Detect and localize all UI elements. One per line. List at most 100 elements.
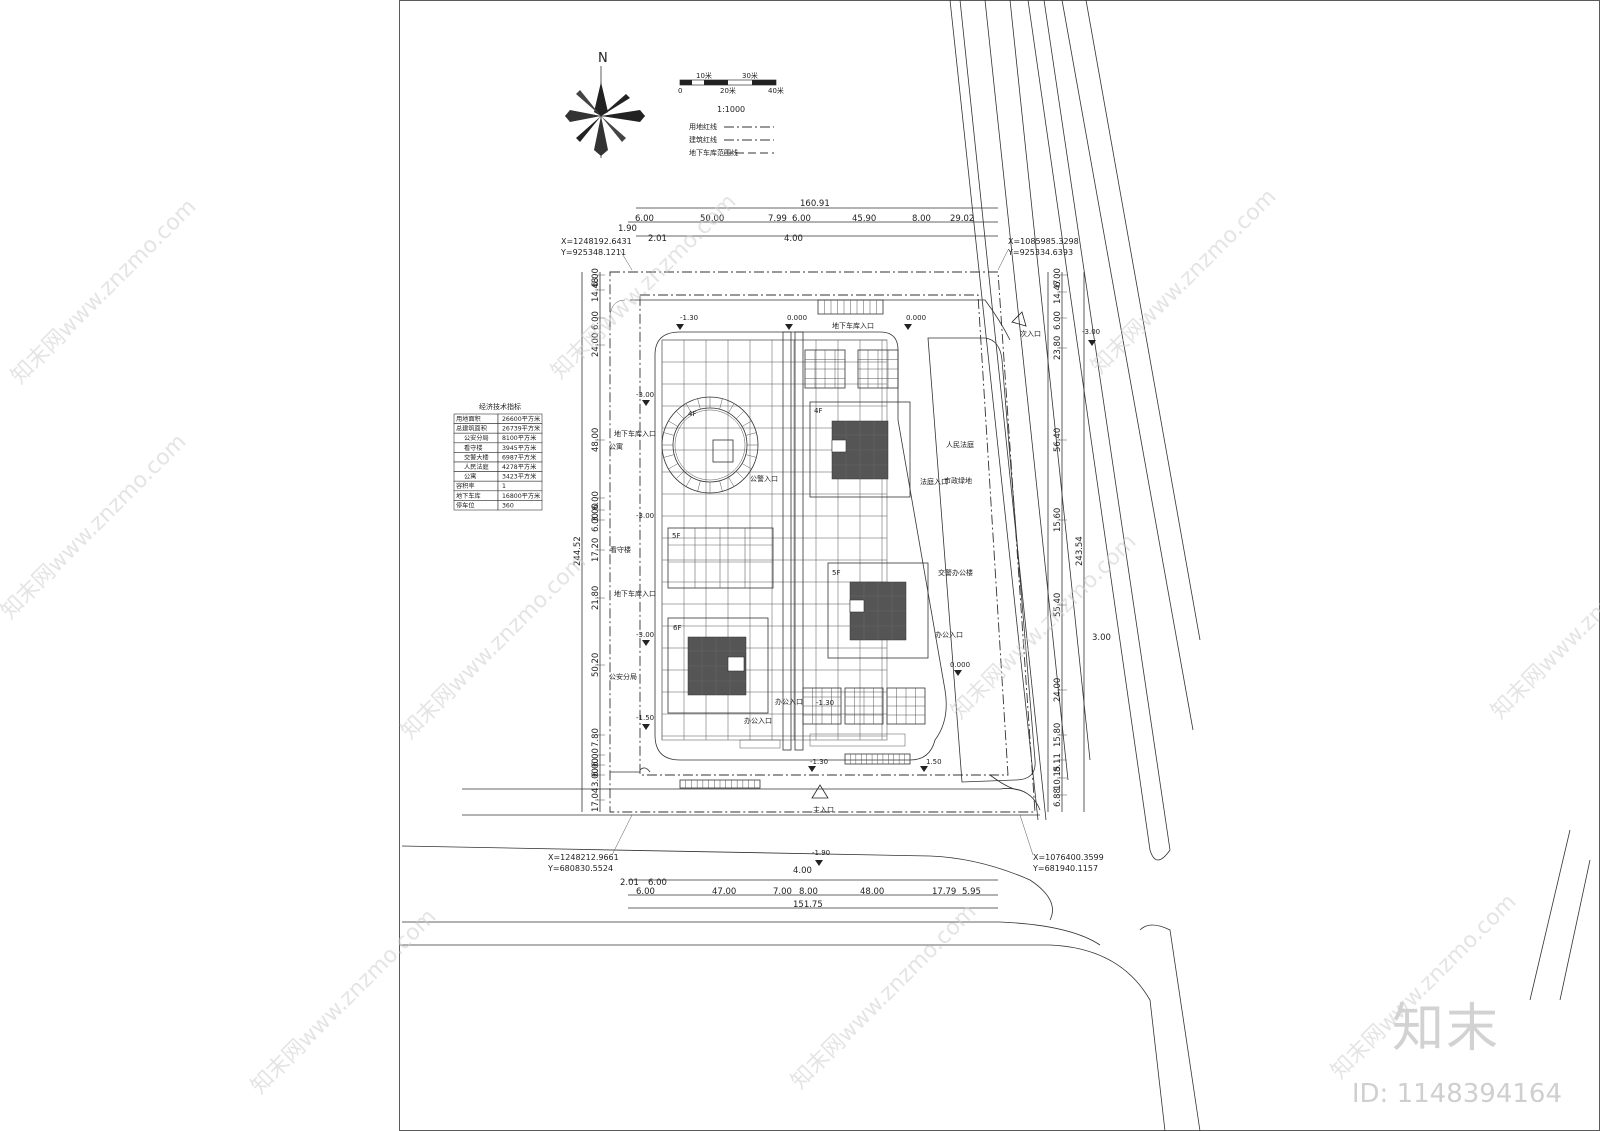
coord-se-x: X=1076400.3599 <box>1033 853 1104 862</box>
scale-top-2: 30米 <box>742 71 758 80</box>
dim-top-4: 6.00 <box>792 214 811 224</box>
scale-bottom-1: 20米 <box>720 86 736 95</box>
dim-right-total: 243.54 <box>1075 536 1085 566</box>
econ-row-label: 看守楼 <box>464 444 483 452</box>
watermark-5: 知末网www.znzmo.com <box>397 549 592 744</box>
elev-4: -3.00 <box>636 391 654 399</box>
label-police-entry: 公警入口 <box>750 474 778 483</box>
elev-3: -3.00 <box>1082 328 1100 336</box>
brand-id: ID: 1148394164 <box>1351 1079 1562 1109</box>
dim-bottom-1: 47.00 <box>712 887 736 897</box>
dim-bottom-sub-2: 4.00 <box>793 866 812 876</box>
watermark-7: 知末网www.znzmo.com <box>1487 529 1600 724</box>
floor-label-court: 4F <box>814 407 822 415</box>
brand-logo: 知末 <box>1391 999 1500 1059</box>
dim-top-1: 6.00 <box>635 214 654 224</box>
dim-top-3: 7.99 <box>768 214 787 224</box>
scale-bottom-2: 40米 <box>768 86 784 95</box>
dim-top-6: 8.00 <box>912 214 931 224</box>
north-label: N <box>598 51 608 66</box>
econ-row-value: 4278平方米 <box>502 463 536 471</box>
dim-right: 6.88 <box>1053 788 1063 807</box>
watermark-8: 知末网www.znzmo.com <box>247 904 442 1099</box>
label-garage-entry-left2: 地下车库入口 <box>614 589 656 598</box>
floor-label-traffic: 5F <box>832 569 840 577</box>
econ-row-label: 人民法庭 <box>464 463 489 471</box>
watermark-1: 知末网www.znzmo.com <box>7 194 202 389</box>
dim-top-total: 160.91 <box>800 199 830 209</box>
econ-row-value: 26600平方米 <box>502 415 540 423</box>
label-office-entry: 办公入口 <box>744 716 772 725</box>
main-entry-arrow-icon <box>811 784 829 799</box>
scale-bar: 10米 30米 0 20米 40米 1:1000 <box>678 71 784 114</box>
coord-ne-x: X=1085985.3298 <box>1008 237 1079 246</box>
detention-building <box>667 527 774 589</box>
label-court-entry: 法庭入口 <box>920 477 948 486</box>
dim-bottom-6: 5.95 <box>962 887 981 897</box>
north-arrow-icon: N <box>565 51 645 158</box>
coord-se-y: Y=681940.1157 <box>1032 864 1098 873</box>
dim-left: 3.00 <box>591 503 601 522</box>
secondary-entry-arrow-icon <box>1011 311 1027 327</box>
coord-sw-y: Y=680830.5524 <box>547 864 613 873</box>
label-detention: 看守楼 <box>610 545 631 554</box>
label-apartment: 公寓 <box>609 442 623 451</box>
econ-row-label: 容积率 <box>456 482 475 490</box>
econ-table-title: 经济技术指标 <box>479 402 521 411</box>
elevation-marks: -1.30 0.000 0.000 -3.00 -3.00 -3.00 -3.0… <box>636 314 1100 866</box>
traffic-police-building <box>827 562 929 659</box>
econ-row-value: 26739平方米 <box>502 425 540 433</box>
econ-row-value: 16800平方米 <box>502 492 540 500</box>
internal-road <box>609 299 1036 783</box>
label-main-entry: 主入口 <box>813 805 834 814</box>
watermark-4: 知末网www.znzmo.com <box>0 429 191 624</box>
corner-coordinates: X=1248192.6431 Y=925348.1211 X=1085985.3… <box>547 237 1104 873</box>
dim-top-7: 29.02 <box>950 214 974 224</box>
function-labels: 地下车库入口 地下车库入口 地下车库入口 公寓 公警入口 人民法庭 法庭入口 市… <box>609 311 1041 814</box>
coord-nw-y: Y=925348.1211 <box>560 248 626 257</box>
scale-ratio: 1:1000 <box>717 105 745 114</box>
dim-top-0: 1.90 <box>618 224 637 234</box>
dim-left: 6.00 <box>591 311 601 330</box>
building-complex <box>661 299 929 789</box>
elev-12: -1.90 <box>812 849 830 857</box>
label-public-security: 公安分局 <box>609 672 637 681</box>
line-legend: 用地红线 建筑红线 地下车库范围线 <box>689 122 774 157</box>
watermark-9: 知末网www.znzmo.com <box>787 899 982 1094</box>
econ-row-label: 公寓 <box>464 473 476 481</box>
roads <box>400 0 1591 1131</box>
elev-5: -3.00 <box>636 631 654 639</box>
scale-bottom-0: 0 <box>678 87 682 95</box>
floor-label-detention: 5F <box>672 532 680 540</box>
label-greenland: 市政绿地 <box>944 476 972 485</box>
dim-bottom-0: 6.00 <box>636 887 655 897</box>
dim-top-2: 50.00 <box>700 214 724 224</box>
elev-10: -1.30 <box>816 699 834 707</box>
dim-left: 6.00 <box>591 268 601 287</box>
elev-0: -1.30 <box>680 314 698 322</box>
coord-nw-x: X=1248192.6431 <box>561 237 632 246</box>
econ-row-label: 公安分局 <box>464 434 489 442</box>
dim-left: 6.00 <box>591 491 601 510</box>
label-public-entry: 办公入口 <box>935 630 963 639</box>
dim-left: 7.80 <box>591 728 601 747</box>
dimension-lines: 160.91 1.90 6.00 50.00 7.99 6.00 45.90 8… <box>573 199 1111 910</box>
elev-8: 0.000 <box>950 661 970 669</box>
econ-row-label: 总建筑面积 <box>456 425 487 433</box>
elev-11: 1.50 <box>926 758 942 766</box>
dim-road: 3.00 <box>1092 633 1111 643</box>
dim-left: 6.00 <box>591 513 601 532</box>
econ-row-value: 6987平方米 <box>502 453 536 461</box>
elev-9: -1.30 <box>810 758 828 766</box>
elev-7: -1.50 <box>636 714 654 722</box>
dim-top-sub-1: 4.00 <box>784 234 803 244</box>
econ-row-label: 用地面积 <box>456 415 481 423</box>
dim-top-sub-0: 2.01 <box>648 234 667 244</box>
econ-row-value: 1 <box>502 483 506 490</box>
econ-row-label: 地下车库 <box>456 492 481 500</box>
legend-label-1: 建筑红线 <box>689 135 717 144</box>
dim-left: 6.00 <box>591 748 601 767</box>
coord-sw-x: X=1248212.9661 <box>548 853 619 862</box>
label-court: 人民法庭 <box>946 440 974 449</box>
